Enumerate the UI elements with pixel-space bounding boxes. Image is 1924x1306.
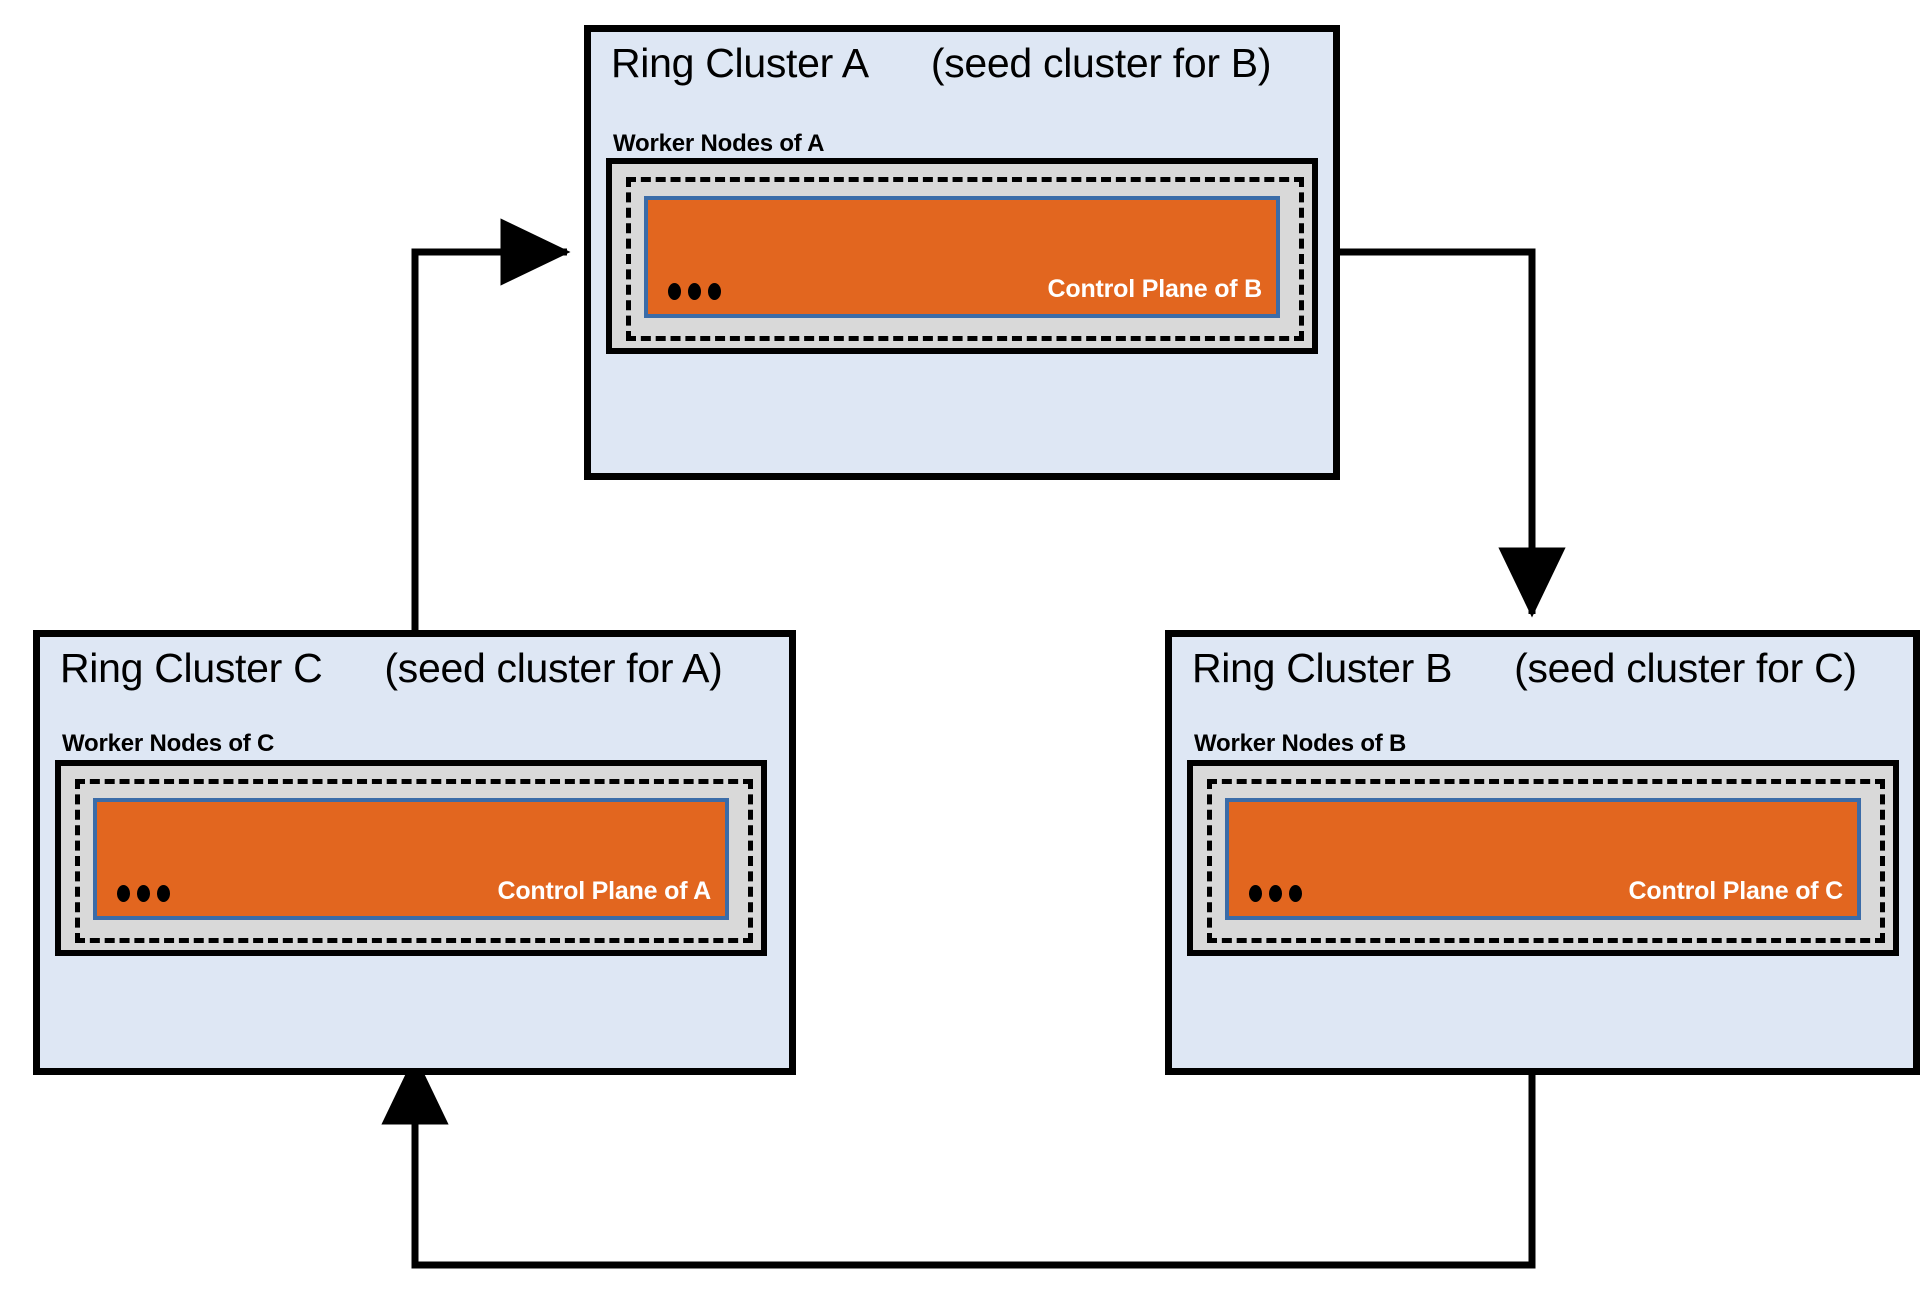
cluster-b-worker-box[interactable]: Control Plane of C (1187, 760, 1899, 956)
cluster-c-control-plane-label: Control Plane of A (497, 877, 711, 905)
cluster-c-worker-box[interactable]: Control Plane of A (55, 760, 767, 956)
cluster-c-ellipsis-icon (117, 885, 170, 902)
cluster-b-ellipsis-icon (1249, 885, 1302, 902)
cluster-b-control-plane-c[interactable]: Control Plane of C (1225, 798, 1861, 920)
cluster-a-name: Ring Cluster A (611, 40, 869, 86)
cluster-b-worker-label: Worker Nodes of B (1194, 730, 1407, 757)
cluster-a-title: Ring Cluster A (seed cluster for B) (611, 40, 1272, 87)
cluster-a-worker-label: Worker Nodes of A (613, 130, 825, 157)
cluster-c-control-plane-a[interactable]: Control Plane of A (93, 798, 729, 920)
cluster-c-title: Ring Cluster C (seed cluster for A) (60, 645, 723, 692)
cluster-a-worker-box[interactable]: Control Plane of B (606, 158, 1318, 354)
cluster-b-control-plane-label: Control Plane of C (1628, 877, 1844, 905)
cluster-a-seed-note: (seed cluster for B) (930, 40, 1272, 86)
cluster-b[interactable]: Ring Cluster B (seed cluster for C) Worke… (1165, 630, 1920, 1075)
cluster-a-ellipsis-icon (668, 283, 721, 300)
cluster-a[interactable]: Ring Cluster A (seed cluster for B) Worke… (584, 25, 1340, 480)
arrow-b-to-c (381, 1054, 1536, 1269)
arrow-a-to-b (1340, 248, 1566, 618)
cluster-b-node-boundary: Control Plane of C (1207, 779, 1885, 943)
cluster-b-name: Ring Cluster B (1192, 645, 1453, 691)
cluster-c-node-boundary: Control Plane of A (75, 779, 753, 943)
cluster-a-control-plane-label: Control Plane of B (1047, 275, 1263, 303)
arrow-c-to-a (411, 218, 571, 632)
cluster-c-name: Ring Cluster C (60, 645, 323, 691)
cluster-c[interactable]: Ring Cluster C (seed cluster for A) Worke… (33, 630, 796, 1075)
cluster-c-worker-label: Worker Nodes of C (62, 730, 275, 757)
cluster-b-seed-note: (seed cluster for C) (1514, 645, 1857, 691)
cluster-a-control-plane-b[interactable]: Control Plane of B (644, 196, 1280, 318)
cluster-c-seed-note: (seed cluster for A) (384, 645, 723, 691)
cluster-b-title: Ring Cluster B (seed cluster for C) (1192, 645, 1857, 692)
cluster-a-node-boundary: Control Plane of B (626, 177, 1304, 341)
